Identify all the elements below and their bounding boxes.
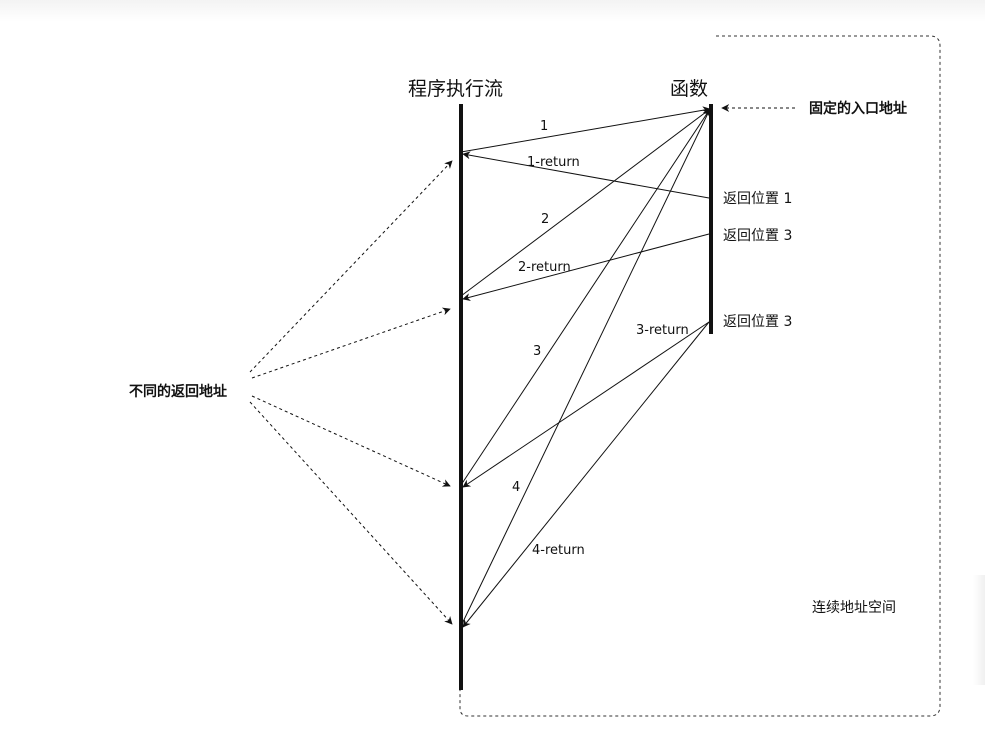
- different-returns-label: 不同的返回地址: [129, 383, 227, 400]
- contiguous-space-label: 连续地址空间: [812, 599, 896, 616]
- program-flow-title: 程序执行流: [408, 78, 503, 100]
- return-address-pointer-2: [251, 307, 451, 379]
- function-title: 函数: [670, 78, 708, 100]
- top-shadow: [0, 0, 985, 22]
- call-arrow-4: [460, 108, 711, 627]
- return-arrow-4: [462, 321, 710, 628]
- return-address-pointer-4: [249, 401, 453, 625]
- address-space-region: [459, 35, 941, 717]
- fixed-entry-label: 固定的入口地址: [809, 100, 907, 117]
- return-arrow-2: [462, 233, 710, 302]
- return-label-1: 1-return: [527, 155, 580, 170]
- call-arrow-1: [460, 106, 711, 153]
- return-arrow-1: [462, 151, 710, 199]
- return-position-1: 返回位置 1: [723, 191, 792, 207]
- call-label-1: 1: [540, 119, 548, 134]
- return-address-pointer-1: [249, 160, 453, 373]
- return-position-2: 返回位置 3: [723, 228, 792, 244]
- return-label-4: 4-return: [532, 543, 585, 558]
- call-label-4: 4: [512, 480, 520, 495]
- call-arrow-2: [460, 108, 711, 297]
- return-label-2: 2-return: [518, 260, 571, 275]
- return-label-3: 3-return: [636, 323, 689, 338]
- scrollbar-shadow: [973, 575, 985, 685]
- call-label-3: 3: [533, 344, 541, 359]
- return-address-pointer-3: [251, 395, 451, 487]
- return-position-3: 返回位置 3: [723, 314, 792, 330]
- return-arrow-3: [462, 321, 710, 488]
- call-arrow-3: [460, 108, 711, 486]
- call-label-2: 2: [541, 212, 549, 227]
